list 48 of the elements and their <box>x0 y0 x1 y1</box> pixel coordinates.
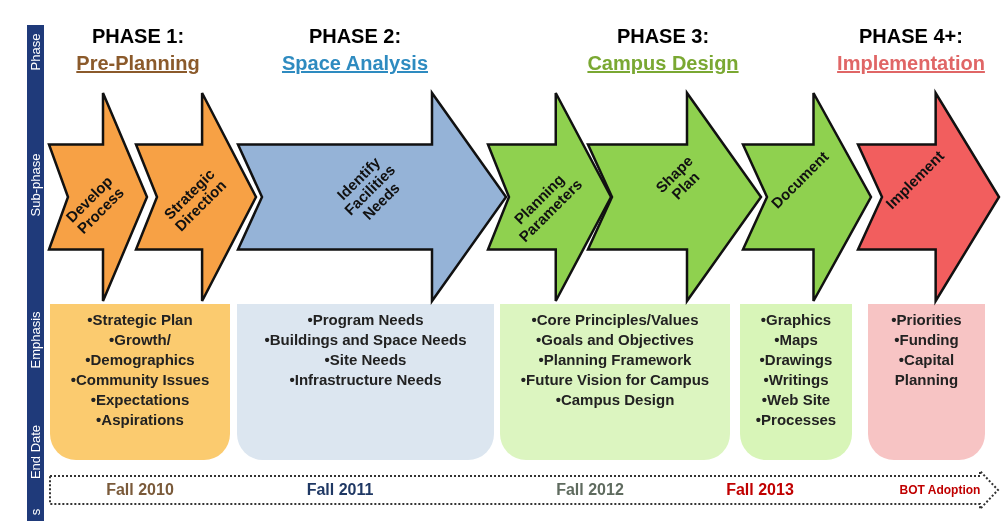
bullet-item: •Priorities <box>891 310 962 330</box>
bullet-item: •Funding <box>894 330 959 350</box>
row-label: Phase <box>28 33 43 71</box>
date-label: BOT Adoption <box>899 483 981 497</box>
row-label: Sub-phase <box>28 153 43 217</box>
bullet-item: •Strategic Plan <box>87 310 193 330</box>
bullet-item: •Growth/ <box>109 330 171 350</box>
emphasis-panel <box>500 304 730 460</box>
row-label: s <box>28 508 43 516</box>
bullet-item: •Graphics <box>760 310 832 330</box>
bullet-item: •Community Issues <box>70 370 210 390</box>
row-label: Emphasis <box>28 311 43 369</box>
bullet-item: •Demographics <box>85 350 195 370</box>
bullet-item: •Core Principles/Values <box>531 310 699 330</box>
phase-heading: PHASE 3: <box>616 25 710 48</box>
bullet-item: •Program Needs <box>307 310 424 330</box>
bullet-item: •Site Needs <box>324 350 407 370</box>
bullet-item: •Future Vision for Campus <box>520 370 710 390</box>
date-label: Fall 2013 <box>726 481 794 499</box>
date-label: Fall 2011 <box>306 481 374 499</box>
phase-name: Pre-Planning <box>76 52 200 75</box>
bullet-item: •Infrastructure Needs <box>289 370 442 390</box>
phase-heading: PHASE 1: <box>91 25 185 48</box>
date-label: Fall 2012 <box>556 481 624 499</box>
bullet-item: •Drawings <box>759 350 833 370</box>
emphasis-panel <box>237 304 494 460</box>
phase-heading: PHASE 4+: <box>859 25 963 48</box>
phase-name: Campus Design <box>587 52 739 75</box>
emphasis-panel <box>868 304 985 460</box>
bullet-item: •Campus Design <box>555 390 675 410</box>
phase-name: Implementation <box>837 52 985 75</box>
row-label: End Date <box>28 424 43 480</box>
bullet-item: •Buildings and Space Needs <box>264 330 467 350</box>
emphasis-panel <box>50 304 230 460</box>
bullet-item: •Capital Planning <box>893 350 960 390</box>
bullet-item: •Writings <box>763 370 829 390</box>
phase-heading: PHASE 2: <box>308 25 402 48</box>
bullet-item: •Web Site <box>761 390 831 410</box>
bullet-item: •Processes <box>755 410 837 430</box>
sidebar-band <box>27 25 44 521</box>
date-label: Fall 2010 <box>106 481 174 499</box>
bullet-item: •Expectations <box>90 390 190 410</box>
emphasis-panel <box>740 304 852 460</box>
phase-name: Space Analysis <box>282 52 428 75</box>
bullet-item: •Planning Framework <box>538 350 692 370</box>
bullet-item: •Goals and Objectives <box>536 330 694 350</box>
bullet-item: •Aspirations <box>96 410 184 430</box>
bullet-item: •Maps <box>774 330 818 350</box>
